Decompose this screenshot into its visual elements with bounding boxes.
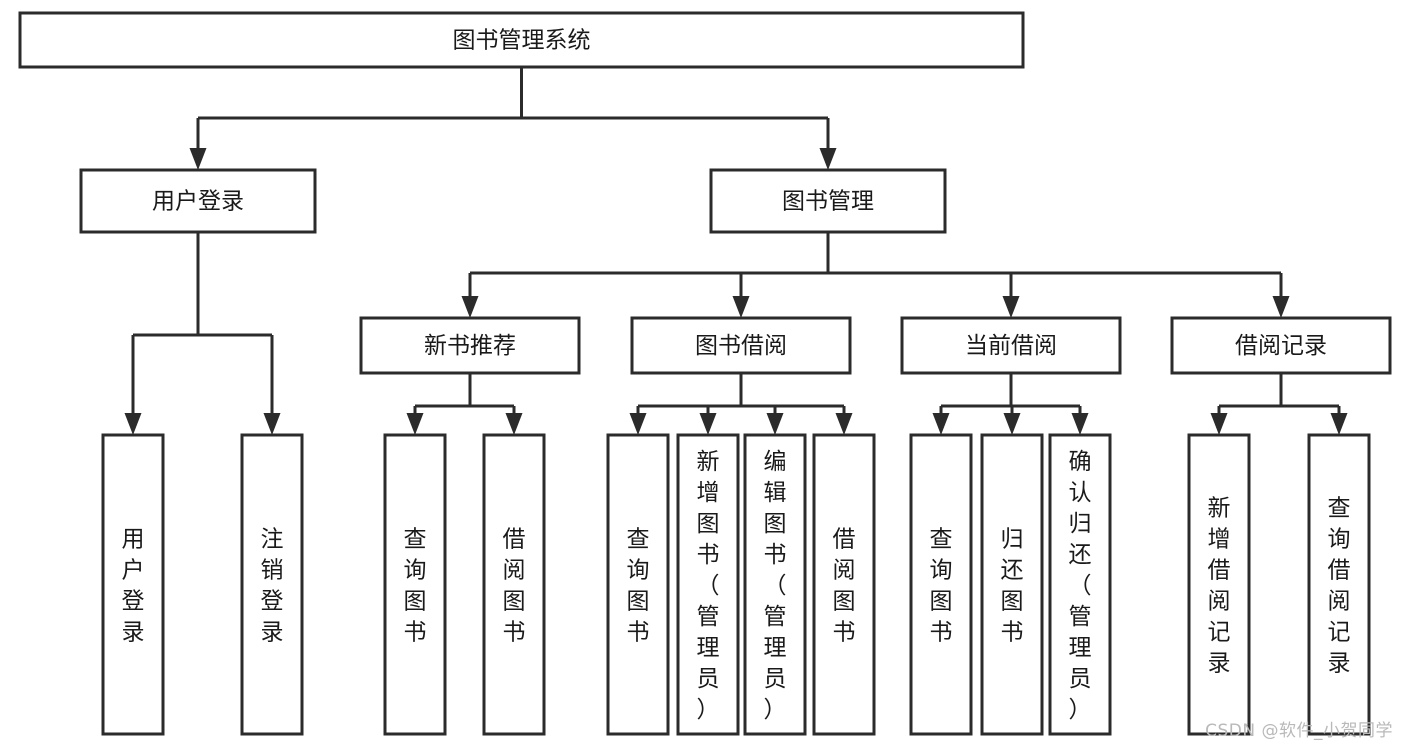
edge-group-borrow-record — [1210, 373, 1348, 435]
node-layer: 图书管理系统用户登录图书管理新书推荐图书借阅当前借阅借阅记录用户登录注销登录查询… — [18, 11, 1392, 736]
arrow-head-icon — [629, 413, 647, 435]
node-label: 编辑图书（管理员） — [764, 449, 787, 723]
node-box[interactable] — [812, 433, 876, 736]
node-leaf-add-book[interactable]: 新增图书（管理员） — [676, 433, 740, 736]
node-borrow-record[interactable]: 借阅记录 — [1170, 316, 1392, 375]
arrow-head-icon — [732, 296, 750, 318]
node-leaf-logout[interactable]: 注销登录 — [240, 433, 304, 736]
node-leaf-return-book[interactable]: 归还图书 — [980, 433, 1044, 736]
node-label: 图书管理 — [782, 189, 874, 215]
arrow-head-icon — [461, 296, 479, 318]
node-label: 用户登录 — [122, 527, 145, 646]
node-label: 确认归还（管理员） — [1069, 449, 1092, 723]
node-label: 借阅记录 — [1235, 333, 1327, 359]
node-box[interactable] — [1307, 433, 1371, 736]
node-box[interactable] — [101, 433, 165, 736]
node-box[interactable] — [709, 168, 947, 234]
arrow-head-icon — [766, 413, 784, 435]
node-leaf-query-book-2[interactable]: 查询图书 — [606, 433, 670, 736]
node-box[interactable] — [676, 433, 740, 736]
arrow-head-icon — [1002, 296, 1020, 318]
node-leaf-query-record[interactable]: 查询借阅记录 — [1307, 433, 1371, 736]
node-box[interactable] — [1048, 433, 1112, 736]
node-box[interactable] — [359, 316, 581, 375]
node-label: 注销登录 — [261, 527, 284, 646]
node-leaf-query-book-3[interactable]: 查询图书 — [909, 433, 973, 736]
node-label: 新增借阅记录 — [1208, 496, 1231, 677]
arrow-head-icon — [819, 148, 837, 170]
arrow-head-icon — [1272, 296, 1290, 318]
node-new-book-recommend[interactable]: 新书推荐 — [359, 316, 581, 375]
arrow-head-icon — [699, 413, 717, 435]
node-label: 查询图书 — [627, 527, 650, 646]
node-label: 查询借阅记录 — [1328, 496, 1351, 677]
node-box[interactable] — [909, 433, 973, 736]
arrow-head-icon — [1330, 413, 1348, 435]
edge-group-new-book-recommend — [406, 373, 523, 435]
node-current-borrow[interactable]: 当前借阅 — [900, 316, 1122, 375]
edge-group-current-borrow — [932, 373, 1089, 435]
node-box[interactable] — [900, 316, 1122, 375]
node-leaf-query-book-1[interactable]: 查询图书 — [383, 433, 447, 736]
node-leaf-add-record[interactable]: 新增借阅记录 — [1187, 433, 1251, 736]
node-label: 查询图书 — [930, 527, 953, 646]
arrow-head-icon — [124, 413, 142, 435]
arrow-head-icon — [932, 413, 950, 435]
node-box[interactable] — [482, 433, 546, 736]
edge-group-root — [189, 67, 837, 170]
node-leaf-edit-book[interactable]: 编辑图书（管理员） — [743, 433, 807, 736]
node-box[interactable] — [630, 316, 852, 375]
node-box[interactable] — [18, 11, 1025, 69]
node-box[interactable] — [743, 433, 807, 736]
edge-group-book-manage — [461, 232, 1290, 318]
node-leaf-borrow-book-2[interactable]: 借阅图书 — [812, 433, 876, 736]
node-root[interactable]: 图书管理系统 — [18, 11, 1025, 69]
node-box[interactable] — [383, 433, 447, 736]
node-leaf-confirm-return[interactable]: 确认归还（管理员） — [1048, 433, 1112, 736]
edge-group-user-login — [124, 232, 281, 435]
node-label: 查询图书 — [404, 527, 427, 646]
node-label: 新增图书（管理员） — [697, 449, 720, 723]
node-box[interactable] — [79, 168, 317, 234]
arrow-head-icon — [835, 413, 853, 435]
node-label: 归还图书 — [1001, 527, 1024, 646]
node-box[interactable] — [980, 433, 1044, 736]
connector-layer — [124, 67, 1348, 435]
node-user-login[interactable]: 用户登录 — [79, 168, 317, 234]
edge-group-book-borrow — [629, 373, 853, 435]
arrow-head-icon — [406, 413, 424, 435]
node-label: 图书管理系统 — [453, 28, 591, 54]
node-leaf-borrow-book-1[interactable]: 借阅图书 — [482, 433, 546, 736]
node-box[interactable] — [1187, 433, 1251, 736]
node-book-manage[interactable]: 图书管理 — [709, 168, 947, 234]
node-box[interactable] — [240, 433, 304, 736]
node-box[interactable] — [606, 433, 670, 736]
arrow-head-icon — [1210, 413, 1228, 435]
node-label: 用户登录 — [152, 189, 244, 215]
node-book-borrow[interactable]: 图书借阅 — [630, 316, 852, 375]
arrow-head-icon — [263, 413, 281, 435]
arrow-head-icon — [1071, 413, 1089, 435]
arrow-head-icon — [189, 148, 207, 170]
node-label: 新书推荐 — [424, 333, 516, 359]
node-label: 借阅图书 — [833, 527, 856, 646]
arrow-head-icon — [1003, 413, 1021, 435]
node-label: 当前借阅 — [965, 333, 1057, 359]
node-label: 借阅图书 — [503, 527, 526, 646]
node-leaf-user-login[interactable]: 用户登录 — [101, 433, 165, 736]
node-label: 图书借阅 — [695, 333, 787, 359]
node-box[interactable] — [1170, 316, 1392, 375]
arrow-head-icon — [505, 413, 523, 435]
